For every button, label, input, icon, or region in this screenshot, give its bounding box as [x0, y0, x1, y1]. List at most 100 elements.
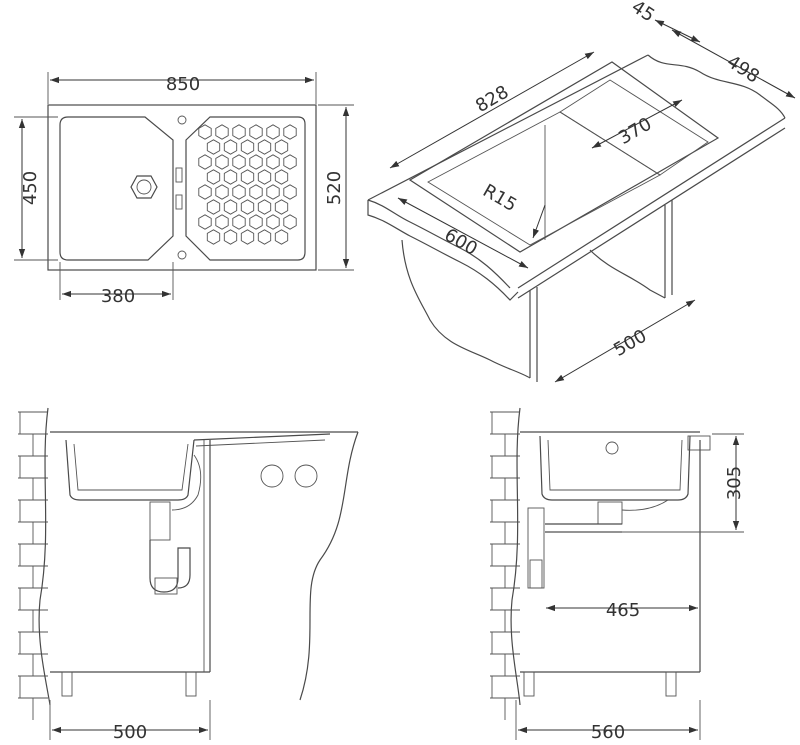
hexagon-cell: [249, 154, 263, 170]
hexagon-cell: [283, 214, 297, 230]
leg-3: [523, 671, 535, 697]
hexagon-cell: [206, 139, 221, 155]
hexagon-cell: [232, 214, 246, 230]
cabinet-back-wave: [589, 249, 666, 299]
sink-inner-right: [547, 439, 683, 491]
hexagon-cell: [266, 214, 280, 230]
hose-right: [621, 499, 669, 511]
drain-circle: [136, 179, 152, 195]
hexagon-cell: [283, 184, 297, 200]
hexagon-cell: [257, 199, 272, 215]
dim-560-label: 560: [591, 722, 625, 743]
worktop-front-edge: [367, 199, 511, 289]
dim-828-line: [389, 51, 595, 169]
leg-1: [61, 671, 73, 697]
hexagon-cell: [232, 124, 246, 140]
drainer-shelf-left: [193, 433, 331, 441]
hexagon-cell: [223, 139, 238, 155]
hexagon-cell: [198, 184, 212, 200]
leg-4: [665, 671, 677, 697]
hexagon-cell: [274, 229, 289, 245]
overflow-hose: [171, 454, 202, 511]
hexagon-cell: [215, 184, 229, 200]
dim-465-label: 465: [606, 600, 640, 621]
sink-inner-left: [73, 443, 189, 491]
drainer-shelf-left2: [195, 439, 326, 447]
dim-r15-line: [532, 204, 546, 239]
drainer-outline: [185, 116, 306, 261]
hexagon-cell: [240, 199, 255, 215]
outlet-circle-2: [294, 464, 318, 488]
hexagon-cell: [249, 184, 263, 200]
hexagon-cell: [257, 139, 272, 155]
hexagon-cell: [198, 214, 212, 230]
wall-left-profile: [38, 407, 51, 706]
worktop-back-edge: [367, 54, 649, 201]
dim-500-iso-line: [554, 299, 696, 383]
dim-600-line: [397, 197, 529, 269]
dim-828-label: 828: [472, 82, 512, 117]
dim-45-line: [654, 19, 701, 43]
dim-850-label: 850: [166, 74, 200, 95]
hexagon-cell: [215, 124, 229, 140]
hexagon-cell: [274, 169, 289, 185]
riser-base: [529, 559, 543, 589]
overflow-slot-2: [175, 194, 183, 210]
drain-hex-icon: [130, 175, 158, 199]
hexagon-cell: [240, 229, 255, 245]
hexagon-cell: [266, 154, 280, 170]
dim-500-left-label: 500: [113, 722, 147, 743]
outlet-circle-1: [260, 464, 284, 488]
dim-500-iso-label: 500: [610, 326, 650, 361]
cabinet-side-wave: [299, 431, 359, 701]
hexagon-cell: [249, 214, 263, 230]
waste-pipe: [149, 501, 171, 541]
dim-370-label: 370: [615, 114, 655, 149]
dim-380-label: 380: [101, 286, 135, 307]
dim-370-line: [591, 99, 683, 149]
dim-520-label: 520: [324, 171, 345, 205]
brick-wall-left: [18, 411, 48, 720]
hexagon-cell: [223, 199, 238, 215]
cabinet-left-wave: [401, 239, 531, 379]
sink-outline: [47, 104, 317, 271]
bowl-outline: [59, 116, 174, 261]
side-view-left: 500: [18, 407, 359, 743]
brick-wall-right: [490, 411, 520, 720]
hexagon-cell: [223, 169, 238, 185]
dim-305-label: 305: [724, 466, 745, 500]
hexagon-cell: [232, 184, 246, 200]
hexagon-cell: [257, 169, 272, 185]
sink-body-right: [539, 435, 691, 501]
dim-45-label: 45: [628, 0, 659, 26]
worktop-right-lower: [517, 127, 786, 299]
leg-2: [185, 671, 197, 697]
overflow-hole-right: [605, 441, 619, 455]
hexagon-cell: [206, 199, 221, 215]
side-view-right: 305 465 560: [490, 407, 745, 743]
hexagon-cell: [257, 229, 272, 245]
hexagon-pattern: [198, 124, 297, 245]
worktop-back-wave: [647, 54, 786, 119]
siphon-base: [154, 577, 178, 595]
dim-r15-label: R15: [479, 180, 520, 216]
tap-hole-top: [177, 115, 187, 125]
hexagon-cell: [206, 169, 221, 185]
siphon-trap: [149, 540, 191, 593]
hexagon-cell: [274, 139, 289, 155]
hexagon-cell: [283, 124, 297, 140]
hexagon-cell: [198, 154, 212, 170]
hexagon-cell: [215, 214, 229, 230]
hexagon-cell: [223, 229, 238, 245]
sink-body-left: [65, 439, 195, 501]
iso-view: 828 45 498 370 R15 600 500: [367, 0, 796, 383]
dim-450-label: 450: [20, 171, 41, 205]
tap-hole-bottom: [177, 250, 187, 260]
tap-ledge: [687, 435, 711, 451]
hexagon-cell: [266, 124, 280, 140]
hexagon-cell: [283, 154, 297, 170]
hexagon-cell: [240, 169, 255, 185]
hexagon-cell: [240, 139, 255, 155]
hexagon-cell: [215, 154, 229, 170]
worktop-right-edge: [517, 117, 786, 289]
